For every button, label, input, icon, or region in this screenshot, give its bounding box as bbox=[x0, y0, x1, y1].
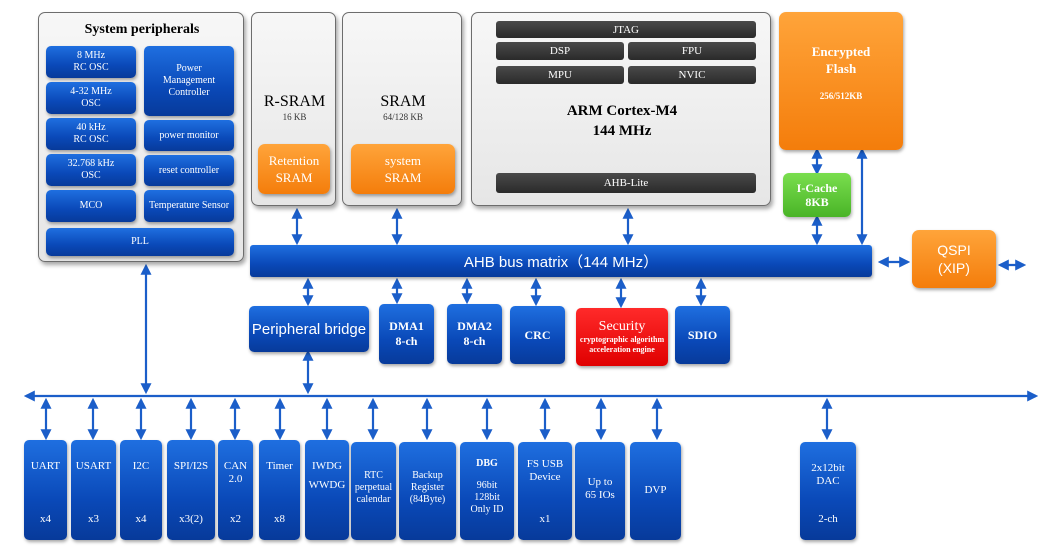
spi-i2s-block: SPI/I2S x3(2) bbox=[167, 440, 215, 540]
osc-32khz: 32.768 kHz OSC bbox=[46, 154, 136, 186]
power-monitor: power monitor bbox=[144, 120, 234, 151]
encrypted-flash-block: Encrypted Flash 256/512KB bbox=[779, 12, 903, 150]
dbg-block: DBG 96bit 128bit Only ID bbox=[460, 442, 514, 540]
security-subtitle: cryptographic algorithm acceleration eng… bbox=[579, 335, 665, 354]
can-label: CAN bbox=[223, 460, 248, 472]
peripheral-bridge: Peripheral bridge bbox=[249, 306, 369, 352]
nvic-block: NVIC bbox=[628, 66, 756, 84]
can-version: 2.0 bbox=[228, 473, 243, 485]
jtag-block: JTAG bbox=[496, 21, 756, 38]
mco-block: MCO bbox=[46, 190, 136, 222]
fs-usb-count: x1 bbox=[539, 513, 551, 525]
timer-label: Timer bbox=[266, 460, 293, 472]
system-sram-block: system SRAM bbox=[351, 144, 455, 194]
spi-i2s-label: SPI/I2S bbox=[173, 460, 209, 472]
r-sram-title: R-SRAM bbox=[263, 93, 326, 110]
dac-block: 2x12bit DAC 2-ch bbox=[800, 442, 856, 540]
rc-osc-40khz: 40 kHz RC OSC bbox=[46, 118, 136, 150]
temperature-sensor: Temperature Sensor bbox=[144, 190, 234, 222]
qspi-block: QSPI (XIP) bbox=[912, 230, 996, 288]
power-management-controller: Power Management Controller bbox=[144, 46, 234, 116]
rtc-label: RTC perpetual calendar bbox=[354, 470, 393, 505]
ahb-lite-block: AHB-Lite bbox=[496, 173, 756, 193]
i-cache-block: I-Cache 8KB bbox=[783, 173, 851, 217]
ahb-bus-matrix: AHB bus matrix（144 MHz） bbox=[250, 245, 872, 277]
dsp-block: DSP bbox=[496, 42, 624, 60]
i2c-label: I2C bbox=[132, 460, 150, 472]
usart-block: USART x3 bbox=[71, 440, 116, 540]
fpu-block: FPU bbox=[628, 42, 756, 60]
gpio-block: Up to 65 IOs bbox=[575, 442, 625, 540]
rtc-block: RTC perpetual calendar bbox=[351, 442, 396, 540]
crc-block: CRC bbox=[510, 306, 565, 364]
sram-title: SRAM bbox=[380, 93, 426, 110]
i2c-count: x4 bbox=[135, 513, 147, 525]
security-title: Security bbox=[598, 319, 646, 334]
watchdog-block: IWDG WWDG bbox=[305, 440, 349, 540]
security-block: Security cryptographic algorithm acceler… bbox=[576, 308, 668, 366]
wwdg-label: WWDG bbox=[308, 479, 346, 491]
dvp-block: DVP bbox=[630, 442, 681, 540]
spi-i2s-count: x3(2) bbox=[179, 513, 203, 525]
rc-osc-8mhz: 8 MHz RC OSC bbox=[46, 46, 136, 78]
gpio-label: Up to 65 IOs bbox=[585, 476, 615, 501]
retention-sram-block: Retention SRAM bbox=[258, 144, 330, 194]
core-frequency: 144 MHz bbox=[592, 123, 652, 139]
dvp-label: DVP bbox=[644, 484, 667, 496]
uart-count: x4 bbox=[40, 513, 51, 525]
timer-block: Timer x8 bbox=[259, 440, 300, 540]
core-title: ARM Cortex-M4 bbox=[566, 103, 678, 119]
mpu-block: MPU bbox=[496, 66, 624, 84]
dma2-block: DMA2 8-ch bbox=[447, 304, 502, 364]
arm-core-panel: JTAG DSP FPU MPU NVIC ARM Cortex-M4 144 … bbox=[471, 12, 771, 206]
uart-label: UART bbox=[30, 460, 61, 472]
sdio-block: SDIO bbox=[675, 306, 730, 364]
timer-count: x8 bbox=[274, 513, 285, 525]
can-block: CAN 2.0 x2 bbox=[218, 440, 253, 540]
fs-usb-label: FS USB Device bbox=[526, 458, 564, 483]
sram-size: 64/128 KB bbox=[383, 112, 423, 122]
osc-4-32mhz: 4-32 MHz OSC bbox=[46, 82, 136, 114]
uart-block: UART x4 bbox=[24, 440, 67, 540]
backup-register-label: Backup Register (84Byte) bbox=[409, 470, 446, 505]
pll-block: PLL bbox=[46, 228, 234, 256]
reset-controller: reset controller bbox=[144, 155, 234, 186]
sram-panel: SRAM 64/128 KB system SRAM bbox=[342, 12, 462, 206]
dbg-label: DBG bbox=[476, 458, 498, 469]
dac-label: 2x12bit DAC bbox=[811, 462, 845, 487]
backup-register-block: Backup Register (84Byte) bbox=[399, 442, 456, 540]
r-sram-size: 16 KB bbox=[282, 112, 307, 122]
i2c-block: I2C x4 bbox=[120, 440, 162, 540]
flash-title: Encrypted Flash bbox=[811, 44, 871, 76]
dbg-id: 96bit 128bit Only ID bbox=[470, 480, 504, 515]
can-count: x2 bbox=[230, 513, 241, 525]
system-peripherals-panel: System peripherals 8 MHz RC OSC 4-32 MHz… bbox=[38, 12, 244, 262]
r-sram-panel: R-SRAM 16 KB Retention SRAM bbox=[251, 12, 336, 206]
usart-label: USART bbox=[75, 460, 112, 472]
dac-channels: 2-ch bbox=[818, 513, 838, 525]
dma1-block: DMA1 8-ch bbox=[379, 304, 434, 364]
iwdg-label: IWDG bbox=[312, 460, 342, 472]
flash-size: 256/512KB bbox=[819, 91, 863, 101]
usart-count: x3 bbox=[88, 513, 99, 525]
system-peripherals-title: System peripherals bbox=[84, 22, 200, 37]
fs-usb-block: FS USB Device x1 bbox=[518, 442, 572, 540]
